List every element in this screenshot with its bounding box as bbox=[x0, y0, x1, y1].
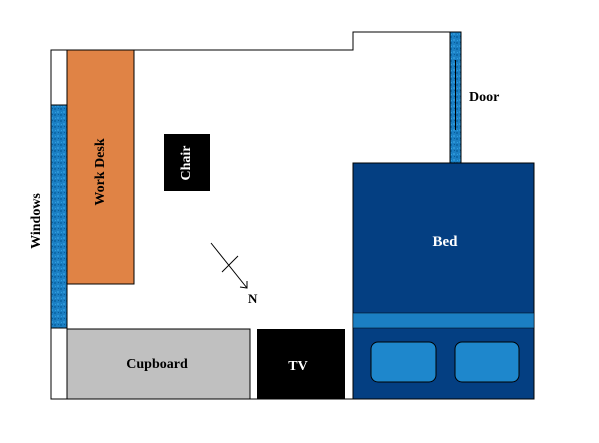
work-desk bbox=[66, 49, 135, 285]
door-label: Door bbox=[469, 90, 499, 105]
bed bbox=[352, 162, 535, 400]
chair bbox=[164, 134, 210, 191]
pillow-right bbox=[454, 341, 520, 383]
door-icon bbox=[449, 31, 462, 164]
tv-label: TV bbox=[288, 359, 307, 374]
windows-label: Windows bbox=[29, 193, 44, 249]
work-desk-label: Work Desk bbox=[93, 138, 108, 206]
cupboard bbox=[66, 328, 251, 400]
bed-label: Bed bbox=[432, 234, 458, 250]
cupboard-label: Cupboard bbox=[126, 357, 188, 372]
pillow-left bbox=[370, 341, 437, 383]
north-arrow-icon bbox=[210, 242, 248, 289]
window-strip bbox=[50, 104, 68, 329]
bed-pillow-band bbox=[352, 312, 535, 329]
chair-label: Chair bbox=[179, 146, 194, 181]
tv bbox=[257, 329, 345, 399]
north-label: N bbox=[248, 291, 258, 306]
